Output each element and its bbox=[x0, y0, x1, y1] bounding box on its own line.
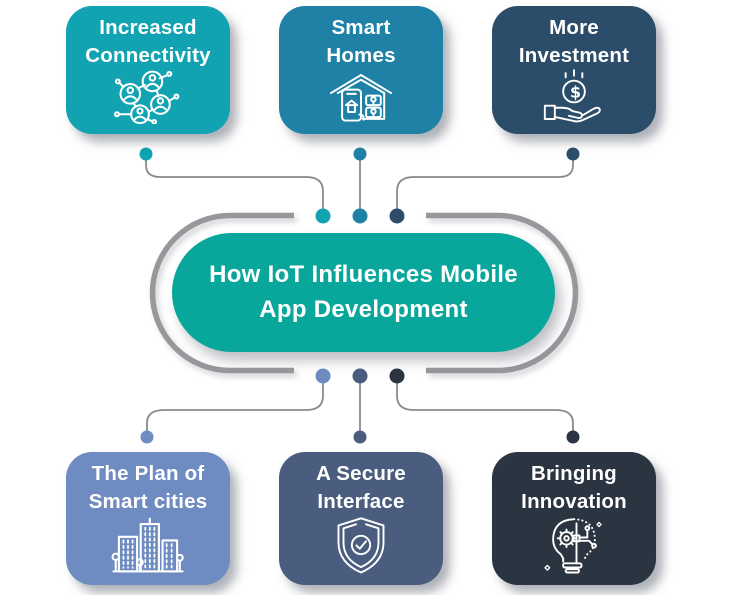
card-title: Increased Connectivity bbox=[85, 14, 210, 69]
hand-coin-icon: $ bbox=[543, 69, 601, 123]
card-title-line2: Investment bbox=[518, 43, 630, 67]
card-title: The Plan of Smart cities bbox=[89, 460, 208, 515]
center-title: How IoT Influences Mobile App Developmen… bbox=[172, 233, 555, 352]
connector-dot bbox=[139, 147, 153, 161]
connector-dot bbox=[140, 430, 154, 444]
smart-city-icon bbox=[111, 517, 184, 573]
connector-dot bbox=[352, 208, 368, 224]
card-bringing-innovation: Bringing Innovation bbox=[492, 452, 656, 585]
card-title-line1: More bbox=[549, 16, 599, 39]
bulb-gear-icon bbox=[544, 518, 602, 574]
card-title-line1: The Plan of bbox=[91, 462, 205, 485]
card-title: More Investment bbox=[519, 14, 629, 69]
card-title-line2: Connectivity bbox=[85, 43, 211, 67]
connector-dot bbox=[315, 368, 331, 384]
card-secure-interface: A Secure Interface bbox=[279, 452, 443, 585]
svg-text:$: $ bbox=[570, 82, 581, 101]
connector-dot bbox=[566, 430, 580, 444]
card-title-line2: Interface bbox=[317, 489, 405, 513]
card-title-line1: Bringing bbox=[531, 462, 617, 485]
center-outline-left bbox=[149, 212, 294, 374]
card-title-line2: Innovation bbox=[521, 489, 627, 513]
card-smart-homes: Smart Homes bbox=[279, 6, 443, 134]
connector-dot bbox=[315, 208, 331, 224]
connector-top-left bbox=[145, 154, 324, 210]
connector-bottom-right bbox=[396, 382, 574, 432]
connector-top-right bbox=[396, 154, 574, 210]
connector-dot bbox=[389, 368, 405, 384]
card-title: Smart Homes bbox=[326, 14, 395, 69]
people-network-icon bbox=[113, 70, 180, 124]
connector-bottom-left bbox=[146, 382, 324, 432]
card-more-investment: More Investment $ bbox=[492, 6, 656, 134]
center-title-line2: App Development bbox=[259, 295, 468, 323]
card-title-line1: Increased bbox=[99, 16, 197, 39]
smart-home-icon bbox=[329, 74, 393, 122]
shield-check-icon bbox=[337, 517, 385, 574]
connector-dot bbox=[389, 208, 405, 224]
center-title-line1: How IoT Influences Mobile bbox=[209, 261, 518, 288]
connector-dot bbox=[566, 147, 580, 161]
card-title-line2: Smart cities bbox=[88, 489, 208, 513]
card-title: Bringing Innovation bbox=[521, 460, 627, 515]
card-title-line2: Homes bbox=[326, 43, 396, 67]
card-title-line1: A Secure bbox=[316, 462, 406, 485]
center-outline-right bbox=[426, 212, 579, 374]
connector-dot bbox=[353, 147, 367, 161]
card-title: A Secure Interface bbox=[316, 460, 406, 515]
connector-dot bbox=[352, 368, 368, 384]
connector-dot bbox=[353, 430, 367, 444]
card-increased-connectivity: Increased Connectivity bbox=[66, 6, 230, 134]
card-title-line1: Smart bbox=[331, 16, 391, 39]
card-plan-of-smart-cities: The Plan of Smart cities bbox=[66, 452, 230, 585]
